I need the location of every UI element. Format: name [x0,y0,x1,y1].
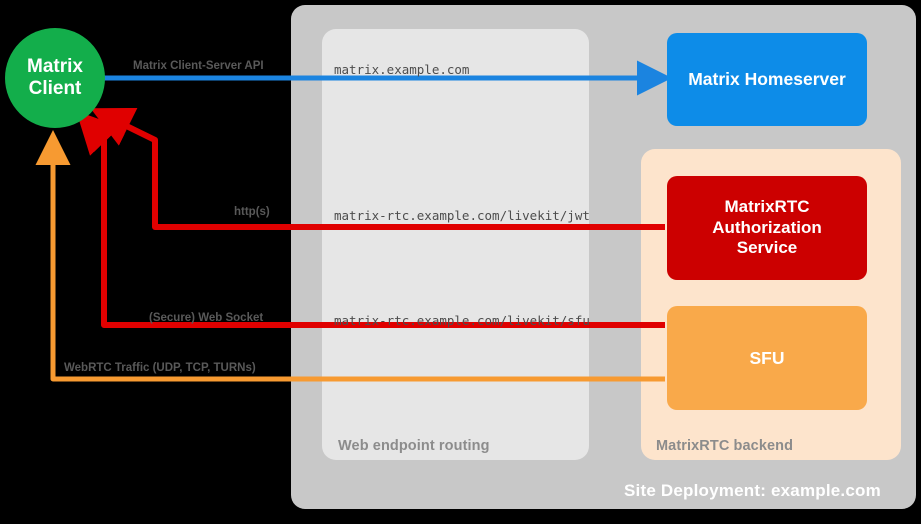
web-endpoint-routing-group [322,29,589,460]
group-label-web-endpoint-routing: Web endpoint routing [338,438,490,454]
node-matrix-client[interactable]: Matrix Client [5,28,105,128]
group-label-matrixrtc-backend: MatrixRTC backend [656,438,794,454]
node-matrix-homeserver[interactable]: Matrix Homeserver [667,33,867,126]
endpoint-url-matrix: matrix.example.com [334,62,470,77]
node-auth-line1: MatrixRTC [724,197,810,217]
edge-websocket [76,110,665,328]
node-sfu[interactable]: SFU [667,306,867,410]
endpoint-url-livekit-sfu: matrix-rtc.example.com/livekit/sfu [334,313,590,328]
edge-label-https: http(s) [234,206,270,218]
node-matrix-client-line2: Client [28,78,82,99]
edge-label-webrtc: WebRTC Traffic (UDP, TCP, TURNs) [64,362,256,374]
edge-label-websocket: (Secure) Web Socket [149,312,264,324]
node-matrix-client-line1: Matrix [27,56,83,78]
node-matrix-homeserver-label: Matrix Homeserver [688,69,846,89]
edge-webrtc [35,129,665,382]
node-sfu-label: SFU [749,347,785,368]
node-matrixrtc-authorization-service[interactable]: MatrixRTC Authorization Service [667,176,867,280]
edge-label-cs-api: Matrix Client-Server API [133,60,264,72]
endpoint-url-livekit-jwt: matrix-rtc.example.com/livekit/jwt [334,208,590,223]
edge-https [90,107,665,230]
site-deployment-label: Site Deployment: example.com [624,481,881,500]
node-auth-line3: Service [736,238,798,258]
node-auth-line2: Authorization [712,217,822,237]
